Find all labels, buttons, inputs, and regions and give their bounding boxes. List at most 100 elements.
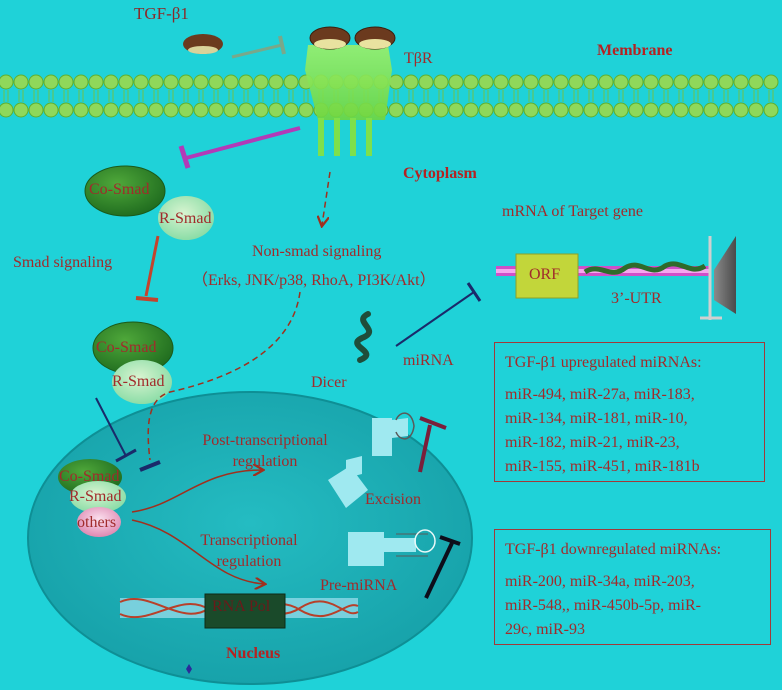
orf-label: ORF [529,266,561,283]
lipid-head [613,102,629,118]
lipid-head [73,74,89,90]
lipid-head [523,74,539,90]
lipid-head [418,102,434,118]
lipid-head [388,102,404,118]
lipid-head [178,74,194,90]
receptor-label: TβR [404,50,433,67]
lipid-head [43,74,59,90]
lipid-head [493,74,509,90]
lipid-head [733,102,749,118]
lipid-head [403,102,419,118]
lipid-head [613,74,629,90]
lipid-head [658,102,674,118]
lipid-head [103,74,119,90]
lipid-head [148,102,164,118]
utr-label: 3’-UTR [611,290,662,307]
dicer-label: Dicer [311,374,347,391]
non-smad-detail: （Erks, JNK/p38, RhoA, PI3K/Akt） [192,272,436,289]
upregulated-line: miR-134, miR-181, miR-10, [505,410,688,427]
lipid-head [28,74,44,90]
downregulated-line: 29c, miR-93 [505,621,585,638]
lipid-head [163,102,179,118]
lipid-head [73,102,89,118]
upregulated-line: miR-494, miR-27a, miR-183, [505,386,695,403]
receptor-inhibition-line [178,126,301,169]
transcriptional-line-1: Transcriptional [200,532,298,549]
excision-label: Excision [365,491,421,508]
lipid-head [58,74,74,90]
lipid-head [403,74,419,90]
lipid-head [703,74,719,90]
tgf-ligand [183,34,286,59]
lipid-head [253,74,269,90]
lipid-head [463,102,479,118]
lipid-head [0,74,14,90]
lipid-head [748,102,764,118]
mirna-label: miRNA [403,352,454,369]
lipid-head [748,74,764,90]
upregulated-mirnas-box: TGF-β1 upregulated miRNAs: miR-494, miR-… [494,342,765,482]
lipid-head [538,74,554,90]
lipid-head [688,102,704,118]
lipid-head [763,74,779,90]
lipid-head [598,74,614,90]
excision-machinery [328,412,461,599]
upregulated-line: miR-155, miR-451, miR-181b [505,458,700,475]
lipid-head [463,74,479,90]
lipid-head [0,102,14,118]
r-smad-shape-2 [112,360,172,404]
lipid-head [508,74,524,90]
lipid-head [478,102,494,118]
lipid-head [58,102,74,118]
lipid-head [763,102,779,118]
lipid-head [28,102,44,118]
lipid-head [433,74,449,90]
lipid-head [223,74,239,90]
non-smad-title: Non-smad signaling [252,243,382,260]
cytoplasm-label: Cytoplasm [403,165,477,182]
lipid-head [208,102,224,118]
lipid-head [538,102,554,118]
mrna-target-label: mRNA of Target gene [502,203,643,220]
r-smad-label-1: R-Smad [159,210,212,227]
others-label: others [77,514,117,531]
co-smad-label-2: Co-Smad [96,339,157,356]
smad-signaling-label: Smad signaling [13,254,113,271]
lipid-head [283,102,299,118]
lipid-head [118,74,134,90]
lipid-head [448,74,464,90]
upregulated-line: miR-182, miR-21, miR-23, [505,434,680,451]
lipid-head [88,102,104,118]
lipid-head [568,74,584,90]
post-transcriptional-line-1: Post-transcriptional [202,432,328,449]
lipid-head [43,102,59,118]
downregulated-mirnas-box: TGF-β1 downregulated miRNAs: miR-200, mi… [494,529,771,645]
lipid-head [628,102,644,118]
lipid-head [178,102,194,118]
lipid-head [118,102,134,118]
lipid-head [388,74,404,90]
lipid-head [673,74,689,90]
lipid-head [673,102,689,118]
lipid-head [148,74,164,90]
co-smad-label-1: Co-Smad [89,181,150,198]
lipid-head [553,74,569,90]
lipid-head [433,102,449,118]
lipid-head [583,74,599,90]
lipid-head [208,74,224,90]
post-transcriptional-label: Post-transcriptional regulation [190,430,340,472]
lipid-head [658,74,674,90]
rna-pol-label: RNA Pol [212,598,271,615]
upregulated-title: TGF-β1 upregulated miRNAs: [505,354,702,371]
lipid-head [418,74,434,90]
r-smad-shape-3 [70,481,126,513]
co-smad-label-3: Co-Smad [59,468,120,485]
transcriptional-label: Transcriptional regulation [185,530,313,572]
r-smad-shape-1 [158,196,214,240]
lipid-head [268,102,284,118]
lipid-head [703,102,719,118]
lipid-head [583,102,599,118]
lipid-head [298,102,314,118]
